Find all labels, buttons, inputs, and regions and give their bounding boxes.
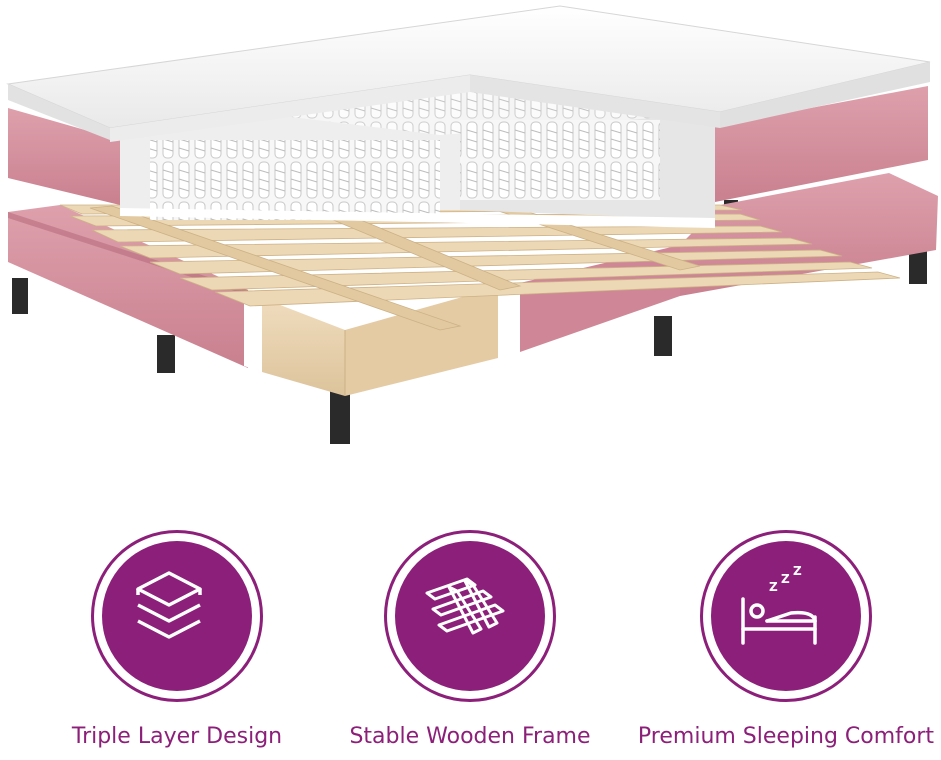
feature-badge bbox=[384, 530, 556, 702]
layers-icon bbox=[136, 571, 202, 639]
feature-label: Premium Sleeping Comfort bbox=[637, 724, 935, 749]
feature-wooden-frame: Stable Wooden Frame bbox=[320, 530, 620, 760]
feature-badge: Z Z Z bbox=[700, 530, 872, 702]
feature-badge bbox=[91, 530, 263, 702]
svg-text:Z: Z bbox=[769, 580, 778, 594]
feature-label: Triple Layer Design bbox=[71, 724, 283, 749]
mattress-topper bbox=[6, 5, 931, 142]
svg-text:Z: Z bbox=[781, 572, 790, 586]
pocket-spring-core bbox=[120, 70, 715, 228]
feature-triple-layer: Triple Layer Design bbox=[27, 530, 327, 760]
feature-sleeping-comfort: Z Z Z Premium Sleeping Comfort bbox=[636, 530, 936, 760]
feature-list: Triple Layer Design Stable Wooden Frame bbox=[0, 520, 941, 760]
bed-illustration bbox=[6, 5, 938, 444]
sleeping-person-icon: Z Z Z bbox=[741, 564, 817, 645]
svg-text:Z: Z bbox=[793, 564, 802, 578]
wooden-slats-icon bbox=[425, 577, 505, 635]
feature-label: Stable Wooden Frame bbox=[349, 724, 591, 749]
